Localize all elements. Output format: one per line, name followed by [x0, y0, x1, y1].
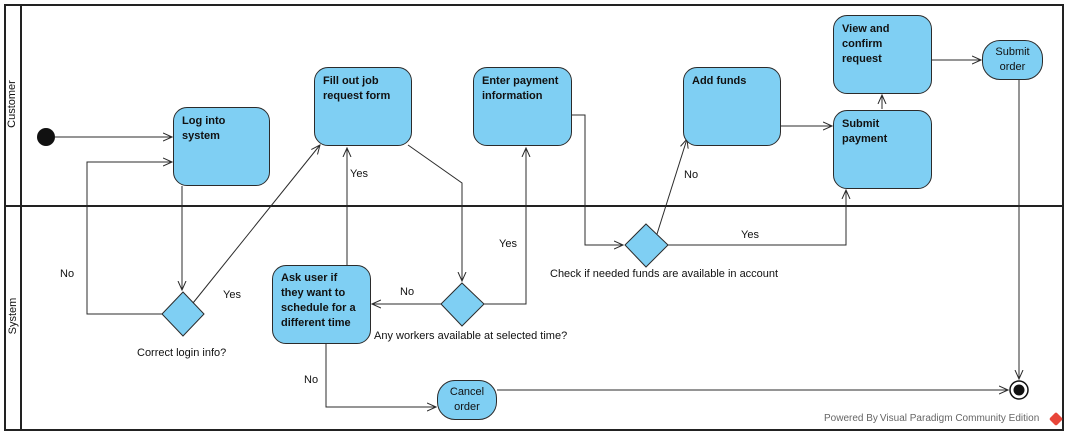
action-submit-payment: Submit payment [833, 110, 932, 189]
decision-label-correct-login: Correct login info? [137, 347, 227, 359]
action-ask-user-reschedule: Ask user if they want to schedule for a … [272, 265, 371, 344]
edge-label-workers-no: No [400, 286, 415, 298]
flow-form-to-workers [407, 144, 462, 281]
action-cancel-order: Cancel order [437, 380, 497, 420]
action-add-funds: Add funds [683, 67, 781, 146]
flow-funds-yes [668, 190, 846, 246]
decision-workers [440, 282, 485, 327]
action-fill-out-job-request-form: Fill out job request form [314, 67, 412, 146]
lane-title-system: System [7, 297, 19, 335]
lane-title-customer: Customer [6, 80, 18, 128]
flow-login-no [86, 162, 172, 315]
edge-label-login-yes: Yes [223, 289, 241, 301]
edge-label-ask-yes: Yes [350, 168, 368, 180]
flow-funds-no [656, 139, 687, 235]
action-log-into-system: Log into system [173, 107, 270, 186]
decision-funds [624, 223, 669, 268]
action-enter-payment-information: Enter payment information [473, 67, 572, 146]
flow-ask-no [325, 344, 436, 407]
powered-by-footer: Powered By Visual Paradigm Community Edi… [824, 413, 1040, 424]
action-submit-order: Submit order [982, 40, 1043, 80]
edge-label-workers-yes: Yes [499, 238, 517, 250]
decision-login [161, 291, 205, 337]
action-view-and-confirm-request: View and confirm request [833, 15, 932, 94]
initial-node [37, 128, 55, 146]
edge-label-ask-no: No [304, 374, 319, 386]
edge-label-login-no: No [60, 268, 75, 280]
edge-label-funds-yes: Yes [741, 229, 759, 241]
edge-label-funds-no: No [684, 169, 699, 181]
flow-workers-yes [484, 148, 526, 305]
decision-label-funds-available: Check if needed funds are available in a… [550, 268, 779, 280]
final-node-inner [1013, 384, 1025, 396]
swimlane-frame [4, 4, 1064, 431]
decision-label-workers-available: Any workers available at selected time? [374, 330, 568, 342]
flow-login-yes [192, 145, 320, 304]
flow-payment-to-funds [571, 114, 623, 245]
